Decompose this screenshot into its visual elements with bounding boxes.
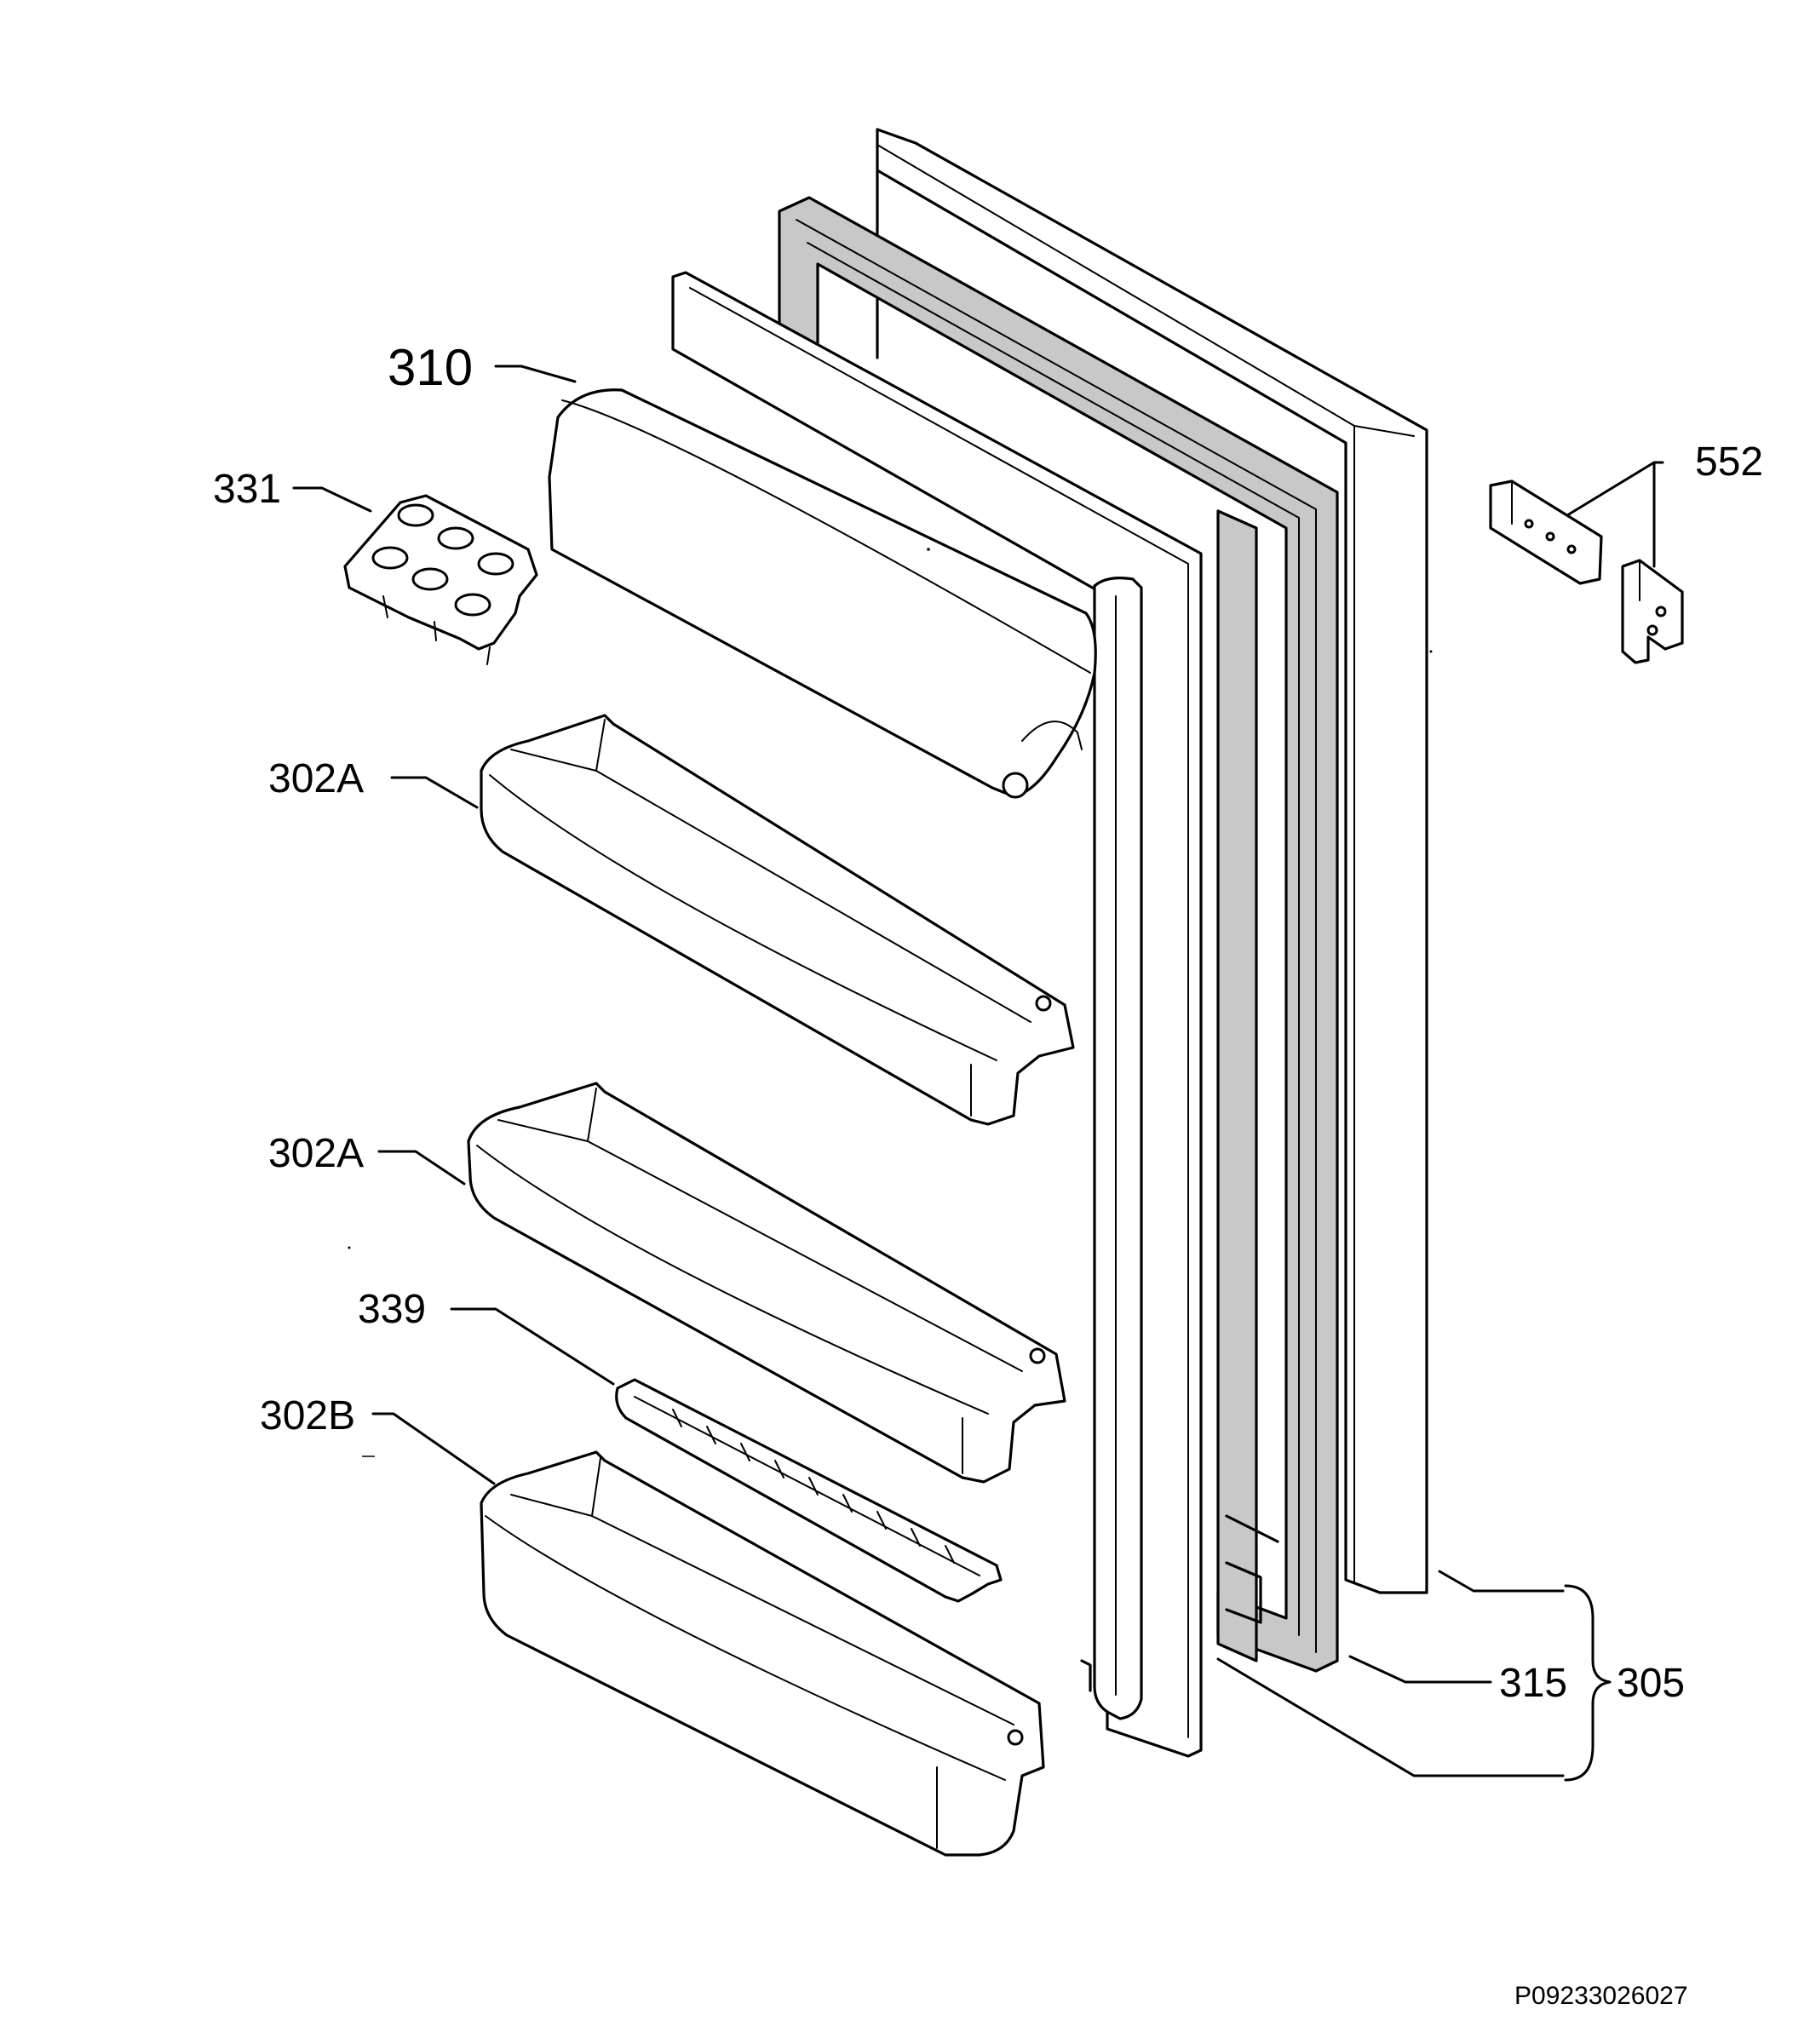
hinge-bracket-clip	[1621, 559, 1684, 664]
hinge-bracket-plate	[1489, 479, 1603, 585]
egg-tray-part	[343, 494, 538, 665]
door-shelf-cover-part	[548, 388, 1097, 799]
door-liner	[671, 271, 1279, 1758]
label-302a-upper: 302A	[268, 756, 364, 801]
label-302b: 302B	[260, 1393, 355, 1438]
leader-302a-middle	[377, 1150, 466, 1186]
leader-302a-upper	[390, 776, 479, 809]
bottle-shelf-part	[480, 1450, 1045, 1857]
label-302a-middle: 302A	[268, 1131, 364, 1176]
leader-302b	[371, 1412, 496, 1485]
bracket-305	[1564, 1584, 1612, 1782]
label-339: 339	[358, 1287, 426, 1332]
leader-310	[494, 365, 577, 383]
door-shelf-upper-part	[480, 714, 1075, 1126]
leader-552	[1566, 461, 1664, 517]
leader-339	[450, 1307, 615, 1386]
leader-315	[1348, 1655, 1492, 1684]
leader-305-liner	[1216, 1657, 1565, 1777]
leader-305-outer	[1438, 1570, 1565, 1593]
label-305: 305	[1617, 1661, 1685, 1706]
door-shelf-middle-part	[467, 1082, 1066, 1484]
label-310: 310	[388, 339, 473, 396]
drawing-code: P09233026027	[1514, 1982, 1688, 2010]
leader-331	[292, 486, 372, 513]
bottle-retainer-part	[615, 1378, 1003, 1603]
label-331: 331	[213, 467, 281, 512]
door-outer-panel	[876, 128, 1428, 1594]
label-552: 552	[1695, 439, 1763, 485]
label-315: 315	[1499, 1661, 1567, 1706]
